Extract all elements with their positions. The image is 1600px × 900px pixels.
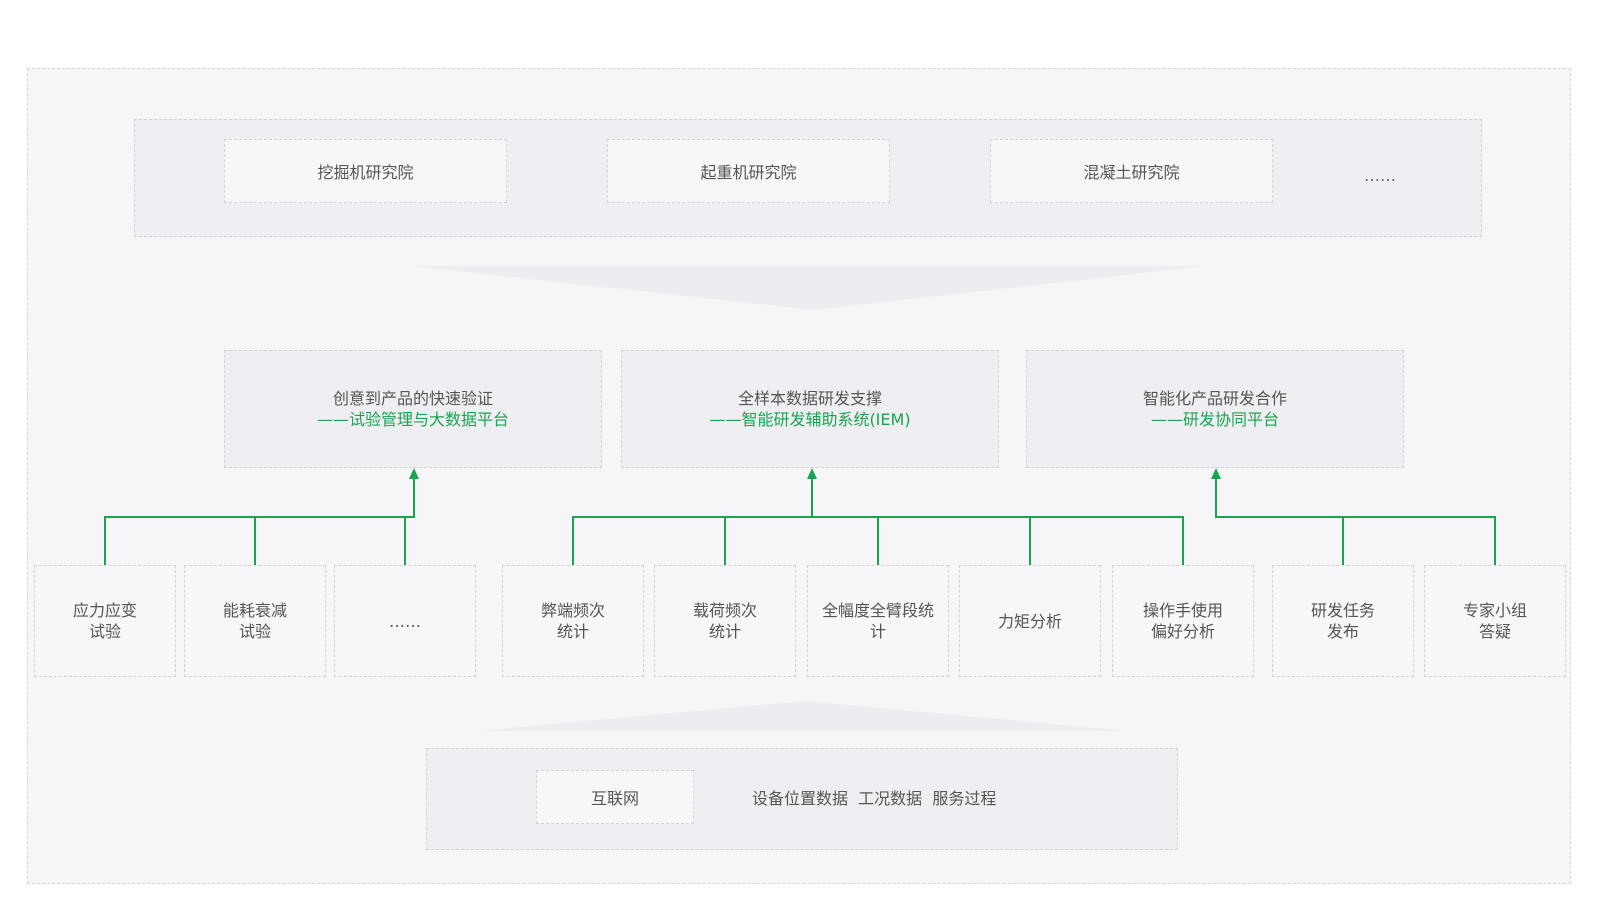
- institute-excavator: 挖掘机研究院: [224, 139, 507, 203]
- institute-label: 挖掘机研究院: [317, 163, 414, 182]
- arrow-up-icon: [807, 468, 817, 479]
- platform-subtitle: ——智能研发辅助系统(IEM): [709, 410, 911, 429]
- platform-test-management: 创意到产品的快速验证 ——试验管理与大数据平台: [224, 350, 602, 468]
- arrow-up-icon: [409, 468, 419, 479]
- function-line: 能耗衰减: [222, 601, 287, 620]
- function-line: 统计: [556, 622, 589, 641]
- function-line: 偏好分析: [1150, 622, 1215, 641]
- function-box: 研发任务发布: [1272, 565, 1414, 677]
- function-line: 专家小组: [1462, 601, 1527, 620]
- function-box: 能耗衰减试验: [184, 565, 326, 677]
- function-line: 试验: [238, 622, 271, 641]
- platform-collaboration: 智能化产品研发合作 ——研发协同平台: [1026, 350, 1404, 468]
- function-box: 载荷频次统计: [654, 565, 796, 677]
- network-box: 互联网: [536, 770, 694, 824]
- function-line: 研发任务: [1310, 601, 1375, 620]
- platform-title: 创意到产品的快速验证: [332, 389, 493, 408]
- function-box: 力矩分析: [959, 565, 1101, 677]
- platform-title: 全样本数据研发支撑: [737, 389, 882, 408]
- function-box: ……: [334, 565, 476, 677]
- institute-label: 混凝土研究院: [1083, 163, 1180, 182]
- function-box: 弊端频次统计: [502, 565, 644, 677]
- function-box: 专家小组答疑: [1424, 565, 1566, 677]
- institute-crane: 起重机研究院: [607, 139, 890, 203]
- platform-title: 智能化产品研发合作: [1142, 389, 1287, 408]
- platform-iem: 全样本数据研发支撑 ——智能研发辅助系统(IEM): [621, 350, 999, 468]
- institute-label: 起重机研究院: [700, 163, 797, 182]
- bottom-funnel-shape: [476, 701, 1126, 731]
- platform-subtitle: ——试验管理与大数据平台: [316, 410, 509, 429]
- arrow-up-icon: [1211, 468, 1221, 479]
- function-line: 力矩分析: [997, 611, 1062, 631]
- function-box: 应力应变试验: [34, 565, 176, 677]
- function-line: 弊端频次: [540, 601, 605, 620]
- top-funnel-shape: [410, 266, 1206, 310]
- function-line: 载荷频次: [692, 601, 757, 620]
- function-line: 应力应变: [72, 601, 137, 620]
- function-line: 试验: [88, 622, 121, 641]
- function-box: 操作手使用偏好分析: [1112, 565, 1254, 677]
- function-line: 答疑: [1478, 622, 1511, 641]
- function-line: 全幅度全臂段统: [821, 601, 934, 620]
- institutes-more: ……: [1364, 165, 1396, 185]
- function-line: 统计: [708, 622, 741, 641]
- connector-group-1: [104, 478, 415, 565]
- connector-group-3: [1215, 478, 1496, 565]
- function-line: 发布: [1326, 622, 1359, 641]
- function-box: 全幅度全臂段统计: [807, 565, 949, 677]
- platform-subtitle: ——研发协同平台: [1150, 410, 1279, 429]
- function-line: 计: [869, 622, 886, 641]
- function-line: 操作手使用: [1142, 601, 1223, 620]
- institute-concrete: 混凝土研究院: [990, 139, 1273, 203]
- function-line: ……: [389, 611, 421, 631]
- data-types-label: 设备位置数据 工况数据 服务过程: [752, 789, 997, 808]
- network-label: 互联网: [590, 789, 639, 808]
